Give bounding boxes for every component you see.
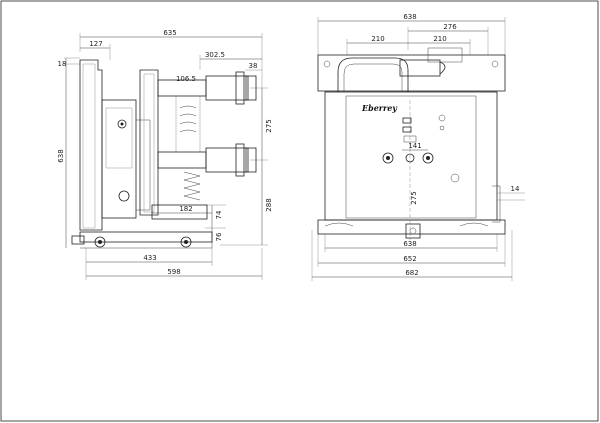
dim-598: 598 (167, 268, 180, 276)
brand-logo: Eberrey (361, 103, 398, 113)
dim-bottom-682: 682 (405, 269, 418, 277)
side-base (71, 204, 213, 249)
front-view: 638 276 210 210 Eberrey (311, 13, 525, 281)
dim-433: 433 (143, 254, 156, 262)
dim-74: 74 (215, 210, 223, 219)
dim-210-right: 210 (433, 35, 446, 43)
insulator-ribs (179, 105, 197, 133)
dim-638-v: 638 (57, 149, 65, 162)
dim-127: 127 (89, 40, 102, 48)
dim-276: 276 (443, 23, 457, 31)
dim-bottom-652: 652 (403, 255, 416, 263)
dim-106-5: 106.5 (176, 75, 196, 83)
dim-141: 141 (408, 142, 421, 150)
dim-288: 288 (265, 198, 273, 211)
dim-18: 18 (58, 60, 67, 68)
dim-275: 275 (265, 119, 273, 132)
dim-210-left: 210 (371, 35, 384, 43)
front-base (317, 219, 506, 239)
dim-38: 38 (249, 62, 258, 70)
front-body: Eberrey (324, 91, 498, 240)
upper-bushing (157, 71, 257, 152)
dim-front-275: 275 (410, 191, 418, 204)
side-view: 635 127 302.5 106.5 38 18 638 275 288 (57, 29, 273, 280)
dim-14: 14 (511, 185, 520, 193)
front-top (317, 47, 506, 92)
dim-302-5: 302.5 (205, 51, 225, 59)
lower-bushing (157, 143, 257, 177)
dim-635: 635 (163, 29, 176, 37)
side-frame (79, 59, 159, 231)
spring (183, 171, 201, 201)
dim-182: 182 (179, 205, 192, 213)
dim-front-638: 638 (403, 13, 416, 21)
dim-76: 76 (215, 232, 223, 241)
dim-bottom-638: 638 (403, 240, 416, 248)
